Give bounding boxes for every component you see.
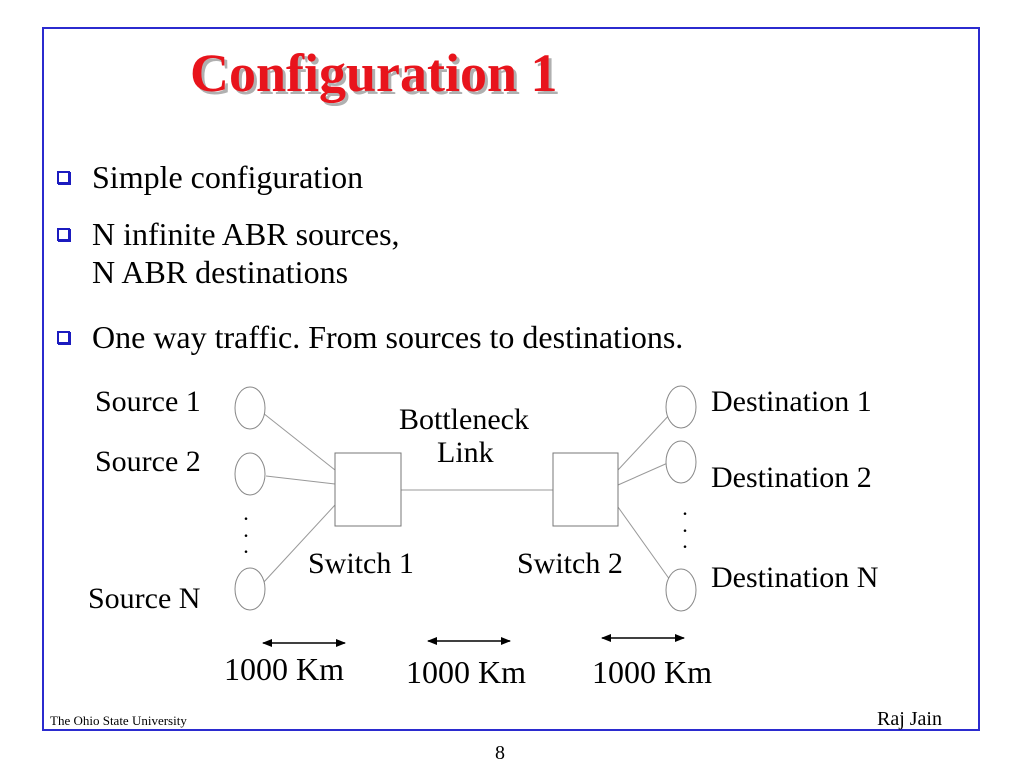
link-line (262, 504, 336, 584)
source-ellipsis: . . . (243, 500, 249, 558)
bottleneck-label: Bottleneck (399, 403, 529, 436)
link-line (617, 461, 671, 486)
source-label: Source 2 (95, 445, 201, 478)
switch-box (552, 452, 619, 527)
square-bullet-icon (57, 228, 70, 241)
switch-label: Switch 1 (308, 547, 414, 580)
distance-label: 1000 Km (224, 651, 344, 687)
bullet-text: Simple configuration (92, 159, 364, 195)
link-line (262, 412, 336, 471)
distance-label: 1000 Km (406, 654, 526, 690)
destination-node (665, 568, 697, 612)
switch-label: Switch 2 (517, 547, 623, 580)
destination-node (665, 440, 697, 484)
bullet-item: N infinite ABR sources, N ABR destinatio… (57, 215, 400, 292)
destination-node (665, 385, 697, 429)
page-number: 8 (495, 742, 505, 764)
source-node (234, 567, 266, 611)
slide-frame (42, 27, 980, 731)
bullet-text: One way traffic. From sources to destina… (92, 319, 684, 355)
bullet-item: One way traffic. From sources to destina… (57, 318, 684, 356)
link-line (617, 411, 673, 471)
destination-ellipsis: . . . (682, 495, 688, 553)
destination-label: Destination N (711, 561, 879, 594)
destination-label: Destination 2 (711, 461, 872, 494)
square-bullet-icon (57, 171, 70, 184)
link-line (617, 506, 671, 581)
square-bullet-icon (57, 331, 70, 344)
source-label: Source 1 (95, 385, 201, 418)
link-line (265, 475, 336, 485)
switch-box (334, 452, 402, 527)
source-label: Source N (88, 582, 201, 615)
slide-title: Configuration 1 (190, 43, 558, 103)
bullet-item: Simple configuration (57, 158, 364, 196)
footer-author: Raj Jain (877, 708, 942, 730)
footer-institution: The Ohio State University (50, 713, 187, 728)
destination-label: Destination 1 (711, 385, 872, 418)
bullet-text: N infinite ABR sources, (92, 216, 400, 252)
bullet-text: N ABR destinations (92, 254, 349, 291)
bottleneck-label: Link (437, 436, 494, 469)
source-node (234, 452, 266, 496)
distance-label: 1000 Km (592, 654, 712, 690)
source-node (234, 386, 266, 430)
